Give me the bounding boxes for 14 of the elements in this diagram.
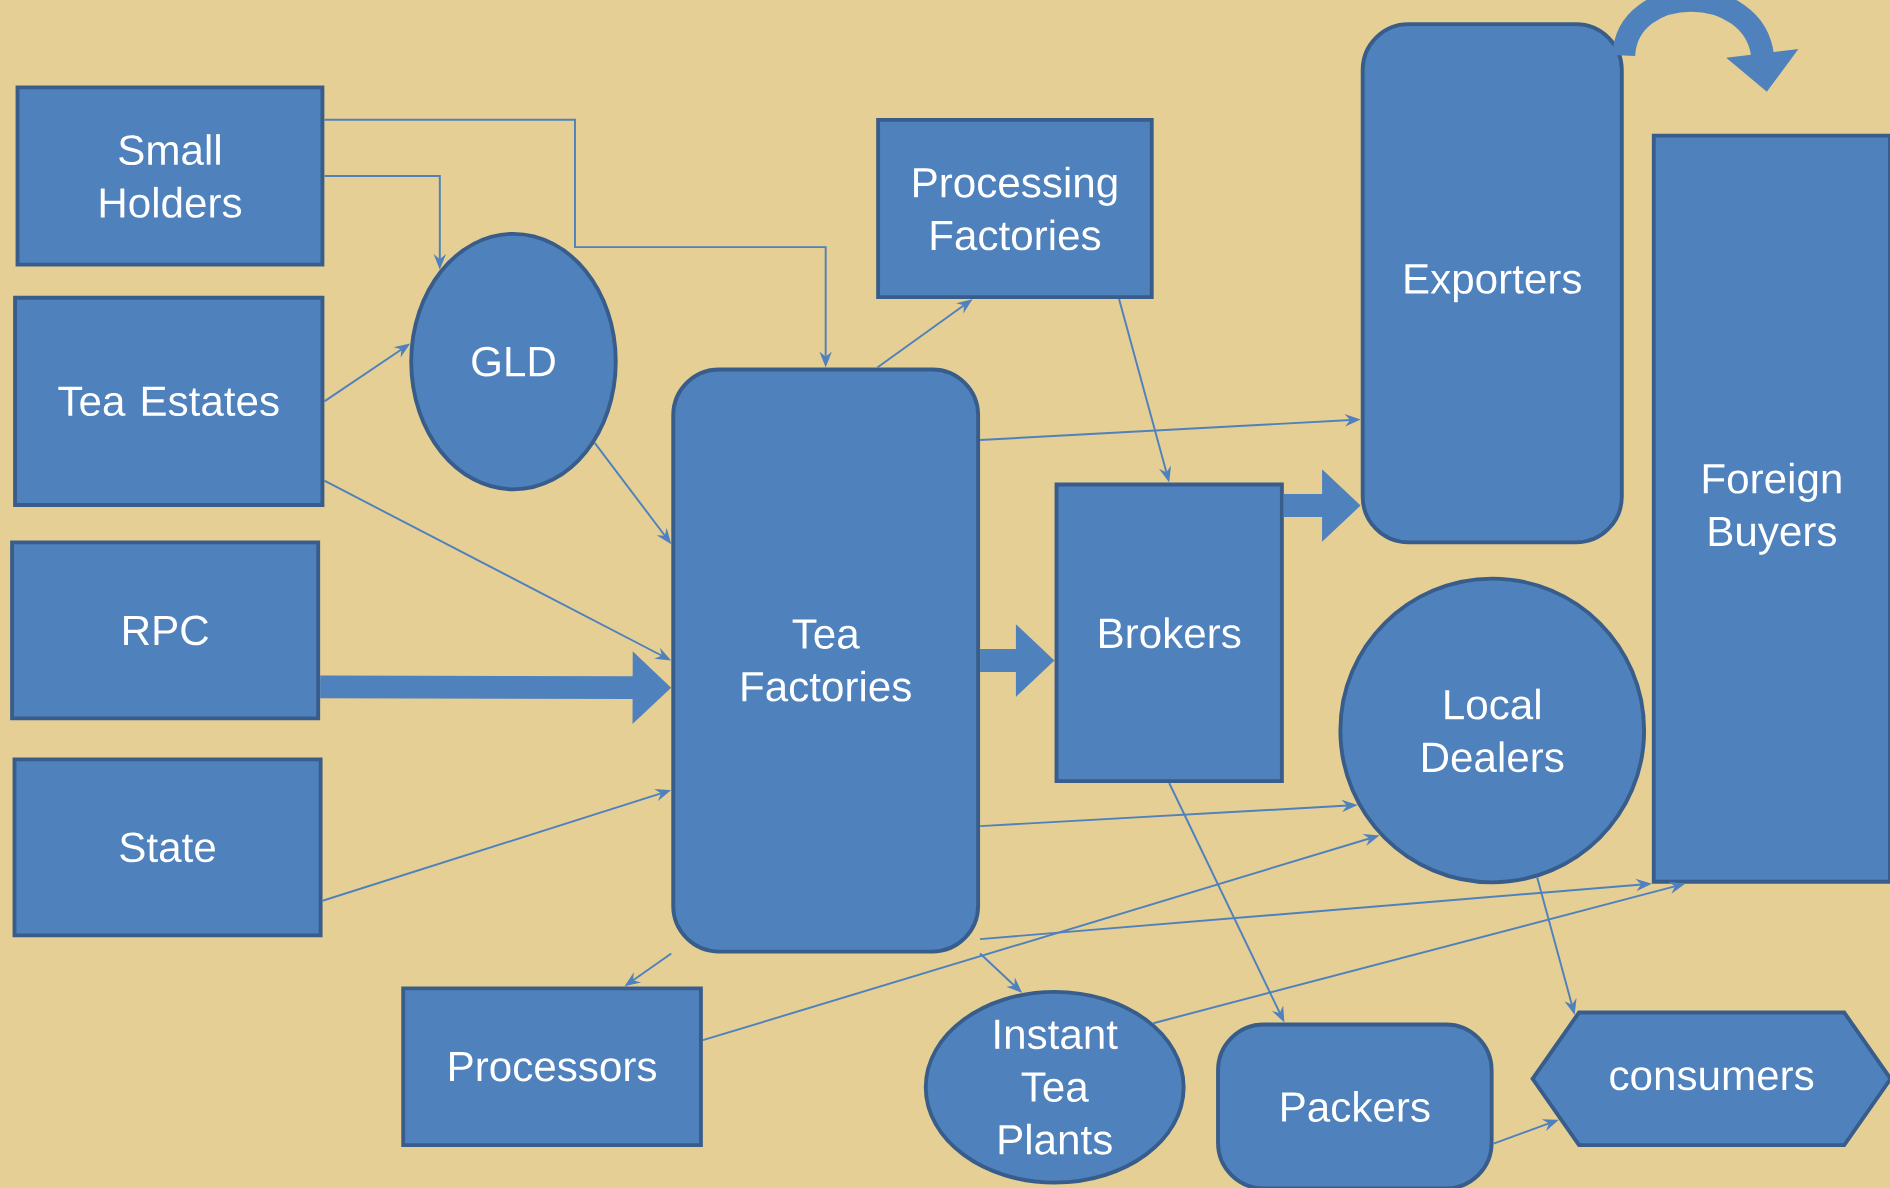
- box: Foreign Buyers: [1651, 133, 1890, 884]
- box: Brokers: [1054, 482, 1284, 783]
- oval: Instant Tea Plants: [923, 989, 1186, 1185]
- box: Processors: [401, 986, 703, 1147]
- hexagon: consumers: [1530, 1010, 1890, 1147]
- box: Small Holders: [15, 85, 325, 267]
- box: Processing Factories: [876, 117, 1154, 299]
- rounded-box: Packers: [1216, 1022, 1494, 1188]
- rounded-box: Exporters: [1360, 21, 1624, 545]
- box: State: [12, 757, 323, 938]
- box: Tea Estates: [13, 295, 325, 507]
- rounded-box: Tea Factories: [671, 367, 981, 954]
- oval: GLD: [409, 231, 618, 492]
- box: RPC: [10, 540, 321, 721]
